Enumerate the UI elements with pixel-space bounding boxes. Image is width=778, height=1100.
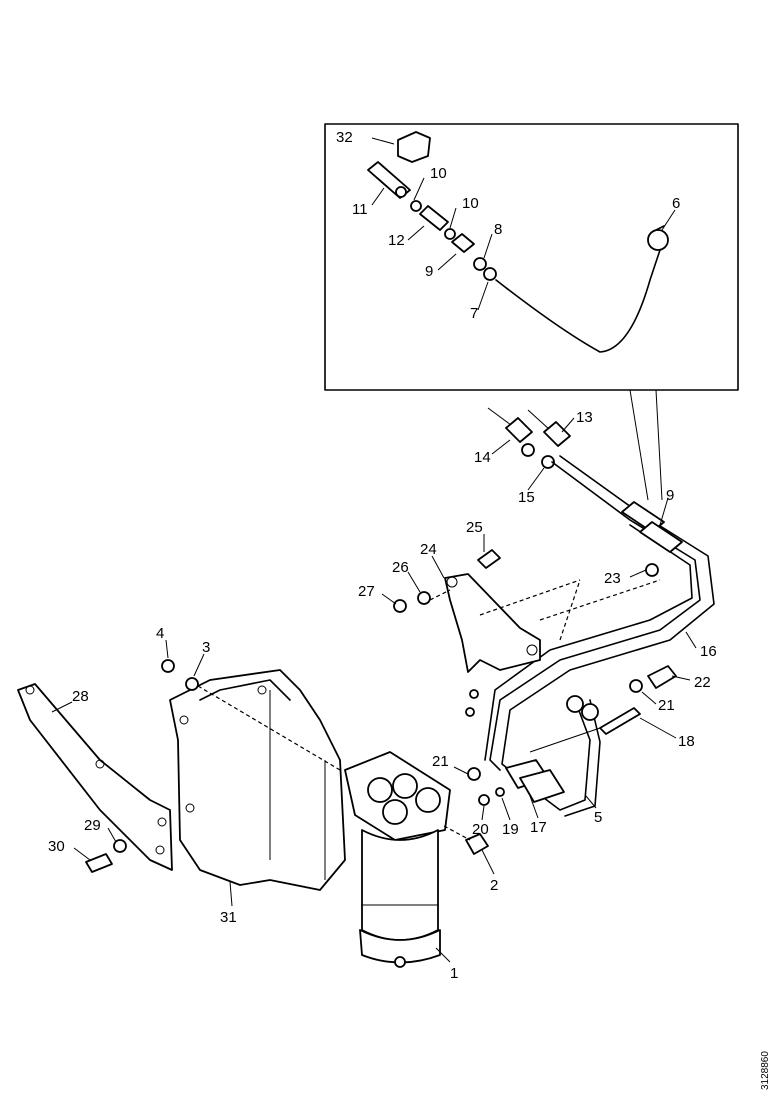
- callout-9: 9: [666, 487, 674, 504]
- leader-lines: [51, 137, 697, 963]
- fasteners-left: [85, 659, 341, 873]
- callout-10: 10: [430, 165, 447, 182]
- callout-25: 25: [466, 519, 483, 536]
- inset-parts: [367, 131, 669, 353]
- pipe-bracket: [505, 695, 601, 817]
- callout-17: 17: [530, 819, 547, 836]
- callout-4: 4: [156, 625, 164, 642]
- callout-26: 26: [392, 559, 409, 576]
- callout-9: 9: [425, 263, 433, 280]
- callout-32: 32: [336, 129, 353, 146]
- pipe-connectors: [487, 407, 571, 469]
- callout-24: 24: [420, 541, 437, 558]
- callout-7: 7: [470, 305, 478, 322]
- callout-30: 30: [48, 838, 65, 855]
- callout-21: 21: [658, 697, 675, 714]
- callout-18: 18: [678, 733, 695, 750]
- bolt-22: [629, 665, 677, 693]
- detail-inset: [324, 123, 739, 501]
- callout-10: 10: [462, 195, 479, 212]
- callout-23: 23: [604, 570, 621, 587]
- callout-31: 31: [220, 909, 237, 926]
- fuel-filter: [344, 751, 451, 968]
- callout-3: 3: [202, 639, 210, 656]
- callout-6: 6: [672, 195, 680, 212]
- callout-15: 15: [518, 489, 535, 506]
- bracket-28: [17, 683, 173, 871]
- callout-16: 16: [700, 643, 717, 660]
- callout-14: 14: [474, 449, 491, 466]
- callout-19: 19: [502, 821, 519, 838]
- callout-28: 28: [72, 688, 89, 705]
- callout-27: 27: [358, 583, 375, 600]
- callout-8: 8: [494, 221, 502, 238]
- callout-12: 12: [388, 232, 405, 249]
- callout-1: 1: [450, 965, 458, 982]
- callout-11: 11: [352, 201, 368, 218]
- fuel-pipes: [484, 455, 715, 773]
- callout-labels: 32 10 11 10 12 8 9 7 6 13 14 15 9 25 24 …: [48, 129, 717, 982]
- bolt-18: [529, 707, 641, 753]
- callout-5: 5: [594, 809, 602, 826]
- callout-22: 22: [694, 674, 711, 691]
- callout-21: 21: [432, 753, 449, 770]
- heat-shield: [169, 669, 346, 891]
- document-id: 3128860: [760, 1051, 771, 1090]
- callout-29: 29: [84, 817, 101, 834]
- callout-2: 2: [490, 877, 498, 894]
- callout-20: 20: [472, 821, 489, 838]
- bracket-24: [393, 549, 661, 717]
- fasteners-filter: [443, 767, 505, 855]
- callout-13: 13: [576, 409, 593, 426]
